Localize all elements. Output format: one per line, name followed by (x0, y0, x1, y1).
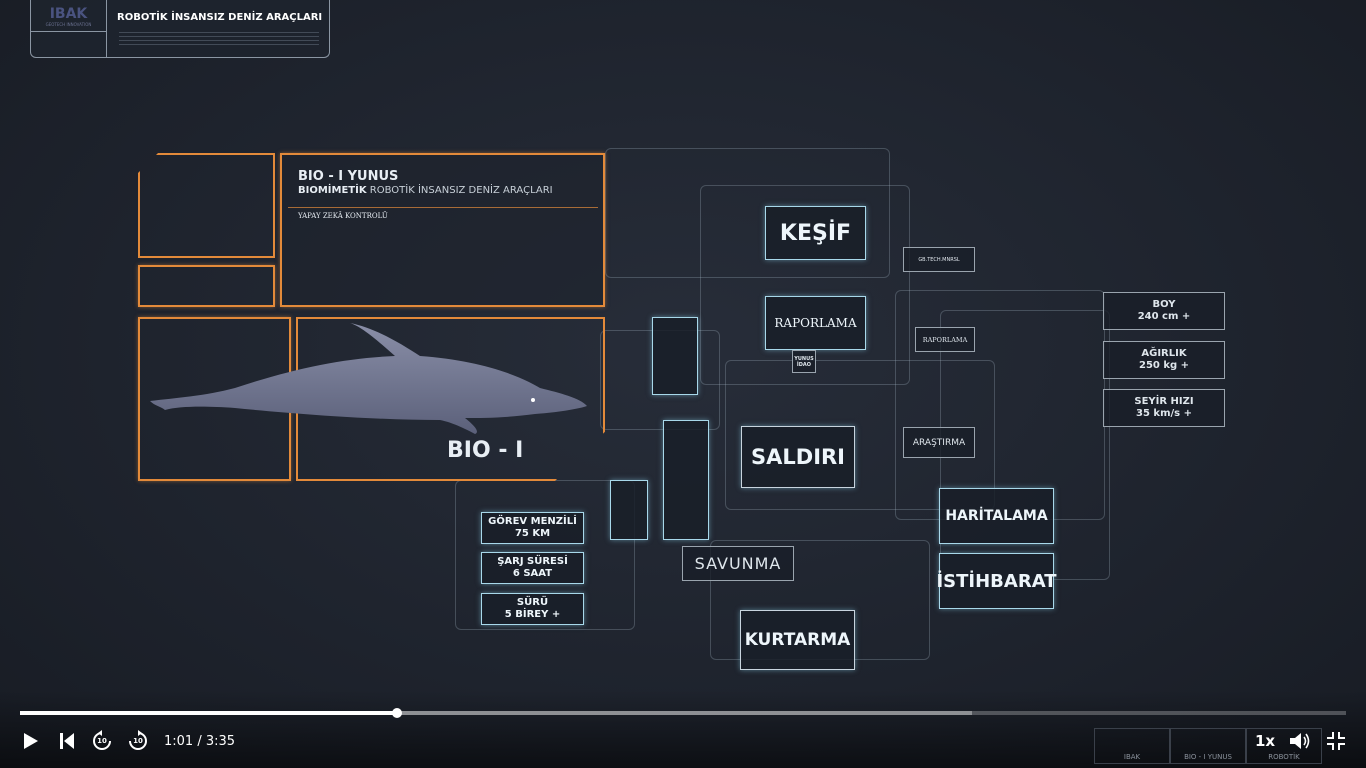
volume-button[interactable] (1288, 730, 1312, 752)
scrubber-handle[interactable] (391, 708, 402, 718)
info-panel: BIO - I YUNUS BIOMİMETİK ROBOTİK İNSANSI… (280, 153, 605, 307)
node-yunus-idao: YUNUS İDAO (792, 350, 816, 373)
circuit-line (725, 360, 995, 510)
subtitle-rest: ROBOTİK İNSANSIZ DENİZ ARAÇLARI (369, 185, 553, 196)
header-title: ROBOTİK İNSANSIZ DENİZ ARAÇLARI (117, 12, 323, 23)
ai-control-label: YAPAY ZEKÂ KONTROLÜ (298, 212, 388, 220)
controls-overlay (0, 690, 1366, 768)
footer-tab-bio: BIO - I YUNUS (1170, 728, 1246, 764)
progress-bar[interactable] (20, 708, 1346, 718)
volume-icon (1290, 733, 1310, 749)
node-saldiri: SALDIRI (741, 426, 855, 488)
play-button[interactable] (20, 730, 42, 752)
panel-subtitle: BIOMİMETİK ROBOTİK İNSANSIZ DENİZ ARAÇLA… (298, 185, 553, 196)
rewind-10-icon (93, 730, 111, 750)
data-card (663, 420, 709, 540)
played-bar (20, 711, 397, 715)
rewind-seconds: 10 (97, 737, 107, 745)
play-icon (24, 733, 38, 749)
rewind-10-button[interactable]: 10 (90, 730, 114, 752)
node-raporlama: RAPORLAMA (765, 296, 866, 350)
current-time: 1:01 (164, 733, 194, 749)
dolphin-image (150, 323, 587, 434)
duration: 3:35 (205, 733, 236, 749)
model-name: BIO - I (447, 438, 524, 463)
header-fine-print (119, 32, 319, 46)
data-card (610, 480, 648, 540)
footer-tab-robotik: ROBOTİK (1246, 728, 1322, 764)
subtitle-bold: BIOMİMETİK (298, 185, 367, 196)
frame-box (138, 153, 275, 258)
node-raporlama-small: RAPORLAMA (915, 327, 975, 352)
node-tech: GB.TECH.MNRSL (903, 247, 975, 272)
forward-10-icon (129, 730, 147, 750)
data-card (652, 317, 698, 395)
node-kesif: KEŞİF (765, 206, 866, 260)
node-haritalama: HARİTALAMA (939, 488, 1054, 544)
time-display: 1:01 / 3:35 (164, 730, 235, 752)
header-panel: IBAK GEOTECH INNOVATION ROBOTİK İNSANSIZ… (30, 0, 330, 58)
buffered-bar (20, 711, 973, 715)
speed-button[interactable]: 1x (1254, 732, 1276, 750)
skip-back-icon (60, 733, 74, 749)
circuit-line (700, 185, 910, 385)
panel-title: BIO - I YUNUS (298, 169, 399, 184)
exit-fullscreen-button[interactable] (1325, 730, 1347, 752)
circuit-line (605, 148, 890, 278)
node-istihbarat: İSTİHBARAT (936, 553, 1057, 609)
time-separator: / (193, 733, 206, 749)
logo-subtitle: GEOTECH INNOVATION (45, 22, 92, 27)
forward-10-button[interactable]: 10 (126, 730, 150, 752)
exit-fullscreen-icon (1327, 732, 1345, 750)
ibak-logo: IBAK (49, 6, 88, 22)
previous-button[interactable] (56, 730, 78, 752)
footer-tab-ibak: IBAK (1094, 728, 1170, 764)
node-arastirma: ARAŞTIRMA (903, 427, 975, 458)
forward-seconds: 10 (133, 737, 143, 745)
node-kurtarma: KURTARMA (740, 610, 855, 670)
frame-box (138, 265, 275, 307)
node-savunma: SAVUNMA (682, 546, 794, 581)
